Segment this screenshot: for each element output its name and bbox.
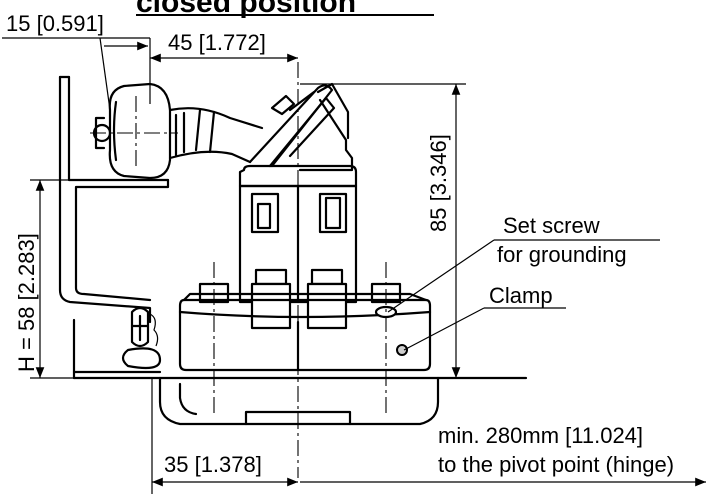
dim-height-right-label: 85 [3.346] [426,134,451,232]
dim-height-left: H = 58 [2.283] [14,179,74,379]
cable-gland [92,82,264,180]
dim-offset-top: 15 [0.591] [2,11,151,111]
dim-width-top: 45 [1.772] [150,30,298,63]
drawing-title: closed position [136,0,356,19]
dim-width-bottom-label: 35 [1.378] [164,452,262,477]
dim-width-bottom: 35 [1.378] [151,378,298,494]
set-screw-label-line1: Set screw [503,213,600,238]
lever [248,84,336,168]
seal-clip [121,306,162,370]
dim-width-top-label: 45 [1.772] [168,30,266,55]
dim-height-left-label: H = 58 [2.283] [14,233,39,372]
callout-clamp: Clamp [403,283,566,351]
center-lines [90,62,387,478]
lower-body [158,376,440,426]
dim-offset-top-label: 15 [0.591] [6,11,104,36]
pivot-label-line1: min. 280mm [11.024] [438,423,643,448]
pivot-arrow: min. 280mm [11.024] to the pivot point (… [300,423,706,487]
callout-set-screw: Set screw for grounding [387,213,660,313]
set-screw-label-line2: for grounding [497,242,627,267]
clamp-label: Clamp [489,283,553,308]
dim-height-right: 85 [3.346] [300,83,466,378]
pivot-label-line2: to the pivot point (hinge) [438,452,674,477]
clamp-plate [178,292,432,372]
upper-housing [298,82,354,172]
